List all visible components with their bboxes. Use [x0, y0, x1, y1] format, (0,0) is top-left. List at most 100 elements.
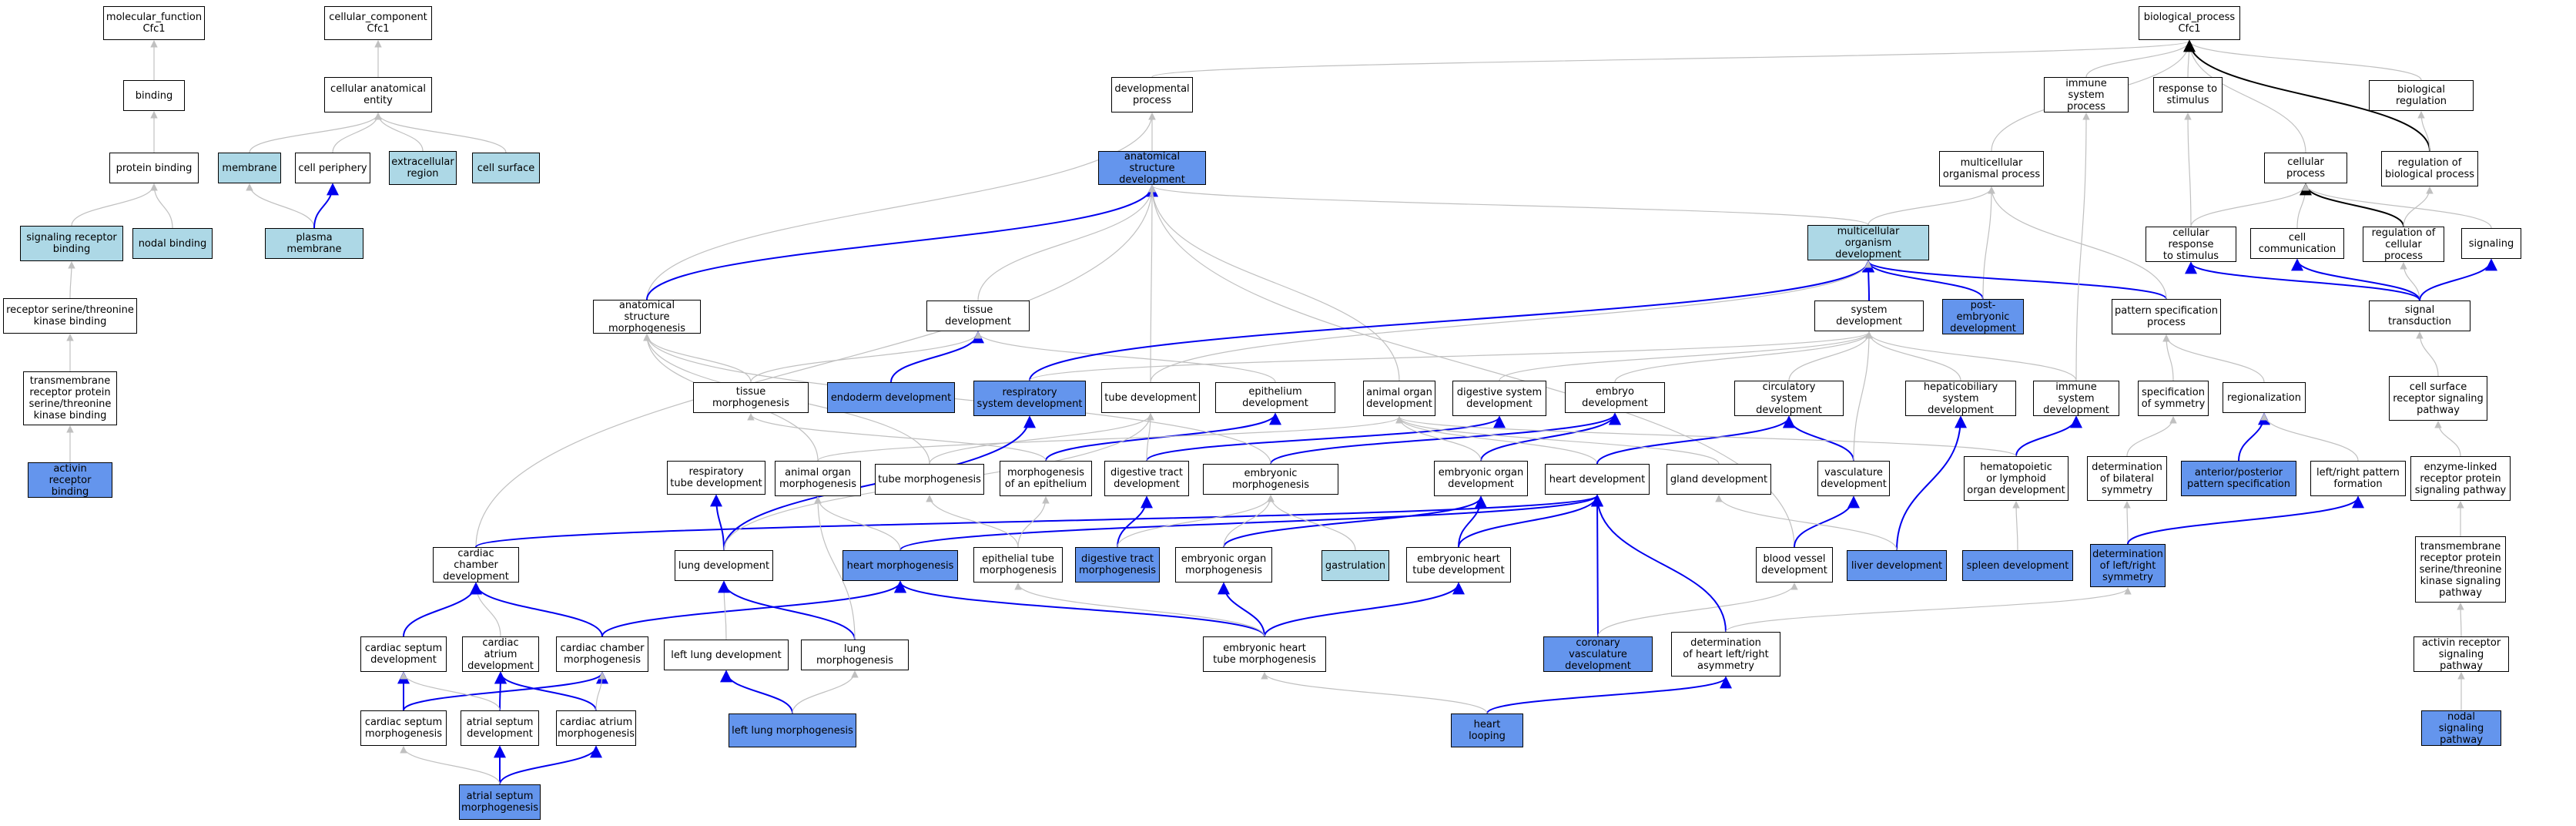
node-left-lung-morphogenesis[interactable]: left lung morphogenesis [729, 714, 856, 747]
node-pattern-specification-process[interactable]: pattern specification process [2112, 299, 2221, 334]
node-cellular-process[interactable]: cellular process [2264, 153, 2347, 183]
node-developmental-process[interactable]: developmental process [1111, 77, 1193, 112]
node-epithelium-development[interactable]: epithelium development [1215, 382, 1335, 413]
node-multicellular-organism-development[interactable]: multicellular organism development [1807, 225, 1929, 260]
node-cardiac-chamber-morphogenesis[interactable]: cardiac chamber morphogenesis [556, 636, 648, 672]
node-cellular-anatomical-entity[interactable]: cellular anatomical entity [324, 77, 432, 112]
node-anatomical-structure-development[interactable]: anatomical structure development [1098, 151, 1206, 185]
node-activin-receptor-signaling-pathway[interactable]: activin receptor signaling pathway [2414, 636, 2509, 672]
node-cell-communication[interactable]: cell communication [2250, 228, 2344, 259]
node-immune-system-development[interactable]: immune system development [2033, 381, 2119, 416]
node-lung-morphogenesis[interactable]: lung morphogenesis [801, 640, 909, 670]
node-activin-receptor-binding[interactable]: activin receptor binding [28, 462, 112, 498]
node-animal-organ-development[interactable]: animal organ development [1363, 381, 1435, 416]
node-system-development[interactable]: system development [1814, 301, 1924, 331]
node-tissue-morphogenesis[interactable]: tissue morphogenesis [693, 382, 809, 413]
node-transmembrane-receptor-kinase-binding[interactable]: transmembrane receptor protein serine/th… [23, 371, 117, 425]
node-endoderm-development[interactable]: endoderm development [827, 382, 955, 413]
node-multicellular-organismal-process[interactable]: multicellular organismal process [1939, 151, 2044, 186]
node-left-lung-development[interactable]: left lung development [664, 640, 789, 670]
node-nodal-binding[interactable]: nodal binding [132, 228, 213, 259]
node-left-right-pattern-formation[interactable]: left/right pattern formation [2310, 461, 2406, 496]
node-digestive-tract-morphogenesis[interactable]: digestive tract morphogenesis [1075, 547, 1160, 583]
edge-dethlr-to-detlr [1725, 587, 2132, 633]
node-tissue-development[interactable]: tissue development [926, 301, 1030, 331]
node-embryonic-heart-tube-development[interactable]: embryonic heart tube development [1406, 547, 1511, 583]
node-determination-of-bilateral-symmetry[interactable]: determination of bilateral symmetry [2087, 456, 2167, 501]
node-cell-surface-receptor-signaling-pathway[interactable]: cell surface receptor signaling pathway [2389, 376, 2487, 421]
node-plasma-membrane[interactable]: plasma membrane [265, 228, 363, 259]
node-signaling-receptor-binding[interactable]: signaling receptor binding [20, 226, 123, 261]
node-circulatory-system-development[interactable]: circulatory system development [1734, 381, 1844, 416]
node-cellular-component[interactable]: cellular_component Cfc1 [324, 6, 432, 40]
node-morphogenesis-of-an-epithelium[interactable]: morphogenesis of an epithelium [1000, 461, 1092, 496]
node-anterior-posterior-pattern-specification[interactable]: anterior/posterior pattern specification [2181, 461, 2296, 496]
node-embryo-development[interactable]: embryo development [1565, 382, 1665, 413]
node-membrane[interactable]: membrane [218, 153, 281, 183]
node-specification-of-symmetry[interactable]: specification of symmetry [2138, 381, 2209, 416]
node-biological-process[interactable]: biological_process Cfc1 [2139, 6, 2240, 40]
node-embryonic-heart-tube-morphogenesis[interactable]: embryonic heart tube morphogenesis [1203, 636, 1326, 672]
node-heart-morphogenesis[interactable]: heart morphogenesis [842, 550, 958, 581]
node-animal-organ-morphogenesis[interactable]: animal organ morphogenesis [775, 461, 861, 496]
node-respiratory-tube-development[interactable]: respiratory tube development [667, 461, 765, 495]
node-cardiac-septum-development[interactable]: cardiac septum development [360, 636, 447, 672]
node-protein-binding[interactable]: protein binding [109, 153, 199, 183]
node-digestive-tract-development[interactable]: digestive tract development [1104, 461, 1189, 496]
node-determination-of-left-right-symmetry[interactable]: determination of left/right symmetry [2090, 544, 2166, 587]
node-transmembrane-receptor-kinase-signaling-pathway[interactable]: transmembrane receptor protein serine/th… [2415, 536, 2506, 603]
node-cardiac-atrium-morphogenesis[interactable]: cardiac atrium morphogenesis [556, 710, 636, 746]
node-gland-development[interactable]: gland development [1667, 464, 1771, 495]
edge-immdev-to-immsysproc [2075, 112, 2090, 381]
node-molecular-function[interactable]: molecular_function Cfc1 [103, 6, 205, 40]
node-hepaticobiliary-system-development[interactable]: hepaticobiliary system development [1905, 381, 2016, 416]
node-cardiac-septum-morphogenesis[interactable]: cardiac septum morphogenesis [360, 710, 447, 746]
node-tube-morphogenesis[interactable]: tube morphogenesis [875, 464, 984, 495]
node-atrial-septum-development[interactable]: atrial septum development [461, 710, 539, 746]
node-cardiac-chamber-development[interactable]: cardiac chamber development [433, 547, 519, 583]
node-regulation-of-cellular-process[interactable]: regulation of cellular process [2363, 227, 2444, 262]
node-biological-regulation[interactable]: biological regulation [2369, 80, 2474, 111]
edge-tubemorph-to-tubedev [929, 413, 1154, 465]
node-gastrulation[interactable]: gastrulation [1321, 550, 1389, 581]
node-nodal-signaling-pathway[interactable]: nodal signaling pathway [2421, 710, 2501, 746]
node-embryonic-morphogenesis[interactable]: embryonic morphogenesis [1203, 464, 1338, 495]
node-hematopoietic-organ-development[interactable]: hematopoietic or lymphoid organ developm… [1964, 456, 2069, 501]
node-digestive-system-development[interactable]: digestive system development [1452, 381, 1546, 416]
node-atrial-septum-morphogenesis[interactable]: atrial septum morphogenesis [459, 784, 541, 820]
node-lung-development[interactable]: lung development [675, 550, 773, 581]
node-embryonic-organ-development[interactable]: embryonic organ development [1434, 461, 1528, 496]
node-liver-development[interactable]: liver development [1847, 550, 1947, 581]
node-extracellular-region[interactable]: extracellular region [389, 151, 457, 185]
node-blood-vessel-development[interactable]: blood vessel development [1756, 547, 1833, 583]
node-epithelial-tube-morphogenesis[interactable]: epithelial tube morphogenesis [973, 547, 1063, 583]
node-anatomical-structure-morphogenesis[interactable]: anatomical structure morphogenesis [593, 300, 701, 334]
node-regulation-of-biological-process[interactable]: regulation of biological process [2381, 151, 2478, 186]
node-binding[interactable]: binding [123, 80, 185, 111]
node-determination-of-heart-left-right-asymmetry[interactable]: determination of heart left/right asymme… [1671, 632, 1780, 677]
node-enzyme-linked-receptor-signaling-pathway[interactable]: enzyme-linked receptor protein signaling… [2410, 456, 2511, 501]
node-immune-system-process[interactable]: immune system process [2044, 77, 2129, 112]
node-cardiac-atrium-development[interactable]: cardiac atrium development [462, 636, 539, 672]
edge-elrsp-to-csrsp [2434, 421, 2461, 457]
node-cell-periphery[interactable]: cell periphery [295, 153, 370, 183]
node-signal-transduction[interactable]: signal transduction [2369, 301, 2470, 331]
node-receptor-ser-thr-kinase-binding[interactable]: receptor serine/threonine kinase binding [3, 298, 137, 334]
node-cell-surface[interactable]: cell surface [472, 153, 540, 183]
node-respiratory-system-development[interactable]: respiratory system development [973, 381, 1086, 416]
node-post-embryonic-development[interactable]: post-embryonic development [1942, 299, 2024, 334]
node-embryonic-organ-morphogenesis[interactable]: embryonic organ morphogenesis [1175, 547, 1272, 583]
node-vasculature-development[interactable]: vasculature development [1817, 461, 1890, 496]
node-coronary-vasculature-development[interactable]: coronary vasculature development [1543, 636, 1653, 672]
node-spleen-development[interactable]: spleen development [1962, 550, 2073, 581]
node-heart-development[interactable]: heart development [1545, 464, 1650, 495]
node-heart-looping[interactable]: heart looping [1451, 714, 1523, 747]
node-response-to-stimulus[interactable]: response to stimulus [2153, 77, 2223, 112]
edge-heartmorph-to-heartdev [899, 494, 1603, 551]
node-regionalization[interactable]: regionalization [2223, 382, 2306, 413]
edge-vascdev-to-circdev [1783, 415, 1854, 462]
node-tube-development[interactable]: tube development [1101, 382, 1200, 413]
node-cellular-response-to-stimulus[interactable]: cellular response to stimulus [2146, 227, 2236, 262]
edge-heartloop-to-embhtm [1261, 672, 1488, 714]
node-signaling[interactable]: signaling [2461, 228, 2521, 259]
